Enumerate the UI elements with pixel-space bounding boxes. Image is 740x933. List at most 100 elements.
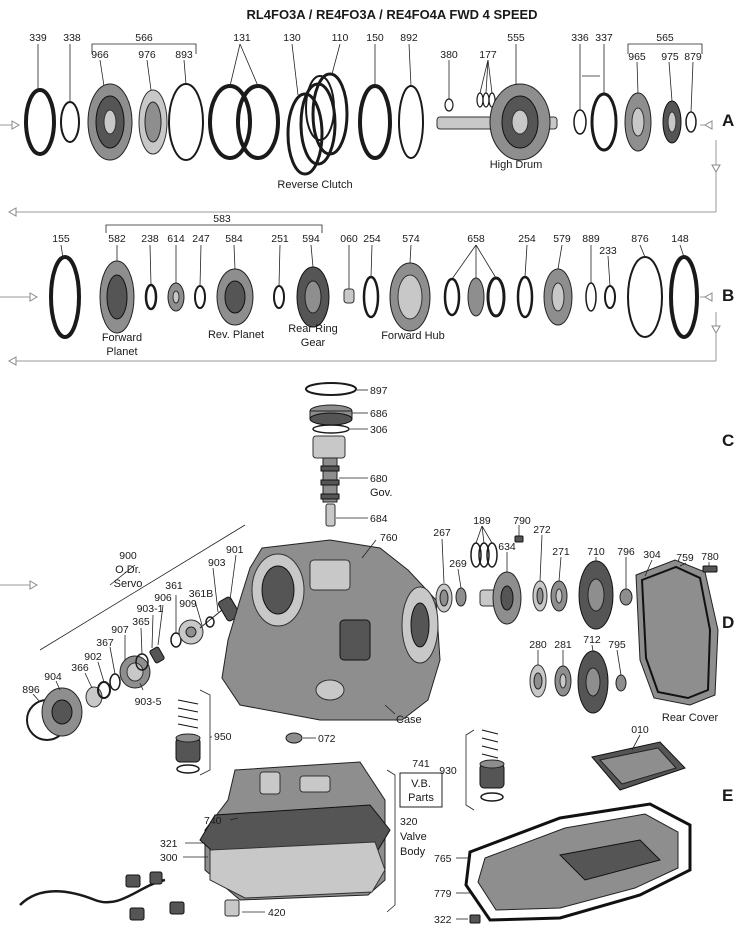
part-233-ring — [604, 285, 616, 309]
label-380: 380 — [440, 49, 458, 61]
label-684: 684 — [370, 513, 388, 525]
row-b-parts — [49, 255, 699, 339]
diagram-title: RL4FO3A / RE4FO3A / RE4FO4A FWD 4 SPEED — [246, 7, 537, 22]
label-555: 555 — [507, 32, 525, 44]
part-965-piston — [624, 92, 652, 152]
part-579-gear — [543, 268, 573, 326]
part-684-pin — [325, 503, 336, 527]
caption-odr: O.Dr. — [115, 564, 141, 576]
part-584-rev-planet — [216, 268, 254, 326]
caption-gov: Gov. — [370, 487, 392, 499]
part-710-idler-gear — [578, 560, 614, 630]
label-795: 795 — [608, 639, 626, 651]
label-889: 889 — [582, 233, 600, 245]
caption-body: Body — [400, 846, 426, 858]
label-900: 900 — [119, 550, 137, 562]
part-634-flange — [479, 571, 522, 625]
part-272-race — [532, 580, 548, 612]
part-306-seal — [312, 424, 350, 434]
row-a-labels: 339 338 566 966 976 893 131 130 110 150 … — [29, 32, 702, 191]
section-d-servo: 900 O.Dr. Servo 901 903 361 361B 906 909… — [22, 524, 246, 741]
label-574: 574 — [402, 233, 420, 245]
section-c-governor: 897 686 306 680 Gov. 684 — [305, 382, 392, 527]
part-790-bolt — [514, 535, 524, 543]
part-177-seals — [476, 92, 496, 108]
caption-vb: V.B. — [411, 778, 431, 790]
label-903-1: 903-1 — [137, 603, 164, 615]
label-906: 906 — [154, 592, 172, 604]
part-796-nut — [619, 588, 633, 606]
part-280-race — [529, 664, 547, 698]
part-238-washer — [144, 283, 158, 311]
label-976: 976 — [138, 49, 156, 61]
label-879: 879 — [684, 51, 702, 63]
section-c-letter: C — [722, 431, 734, 450]
label-907: 907 — [111, 624, 129, 636]
row-b-leaders — [60, 224, 685, 289]
part-574-forward-hub — [389, 262, 431, 332]
label-594: 594 — [302, 233, 320, 245]
part-155-plate — [49, 255, 81, 339]
label-779: 322 — [434, 914, 452, 926]
part-582-forward-planet — [99, 260, 135, 334]
section-d-transfer-gears: 267 269 189 790 634 272 271 710 796 304 … — [433, 515, 719, 724]
label-790: 790 — [513, 515, 531, 527]
caption-high-drum: High Drum — [490, 159, 543, 171]
label-909: 909 — [179, 598, 197, 610]
label-765: 779 — [434, 888, 452, 900]
caption-rev-planet: Rev. Planet — [208, 329, 264, 341]
caption-rear-cover: Rear Cover — [662, 712, 719, 724]
label-110: 110 — [332, 32, 349, 44]
part-150-plate — [358, 84, 392, 160]
label-306: 306 — [370, 424, 388, 436]
label-300: 765 — [434, 853, 452, 865]
part-267-bearing-race — [435, 583, 453, 613]
part-304-759-rear-cover — [635, 559, 719, 706]
part-247-washer — [194, 285, 206, 309]
label-267: 267 — [433, 527, 451, 539]
part-779-bolt — [469, 914, 481, 924]
part-281-bearing — [554, 665, 572, 697]
label-583: 583 — [213, 213, 231, 225]
label-320: 321 — [160, 838, 178, 850]
section-d-case: 760 Case — [221, 532, 441, 726]
label-686: 686 — [370, 408, 388, 420]
part-879-ring — [685, 111, 697, 133]
part-130-110-reverse-clutch-pack — [286, 72, 349, 176]
label-582: 582 — [108, 233, 126, 245]
caption-valve: Valve — [400, 831, 427, 843]
part-271-bearing — [550, 580, 568, 612]
label-131: 131 — [233, 32, 251, 44]
label-903-5: 903-5 — [135, 696, 162, 708]
label-903: 903 — [208, 557, 226, 569]
section-e-vb-parts: 741 V.B. Parts — [399, 758, 443, 808]
label-337: 337 — [595, 32, 613, 44]
label-780: 780 — [701, 551, 719, 563]
part-336-ring — [573, 109, 587, 135]
label-254-2: 254 — [518, 233, 536, 245]
caption-parts: Parts — [408, 792, 434, 804]
part-976-hub — [138, 89, 168, 155]
label-254: 254 — [363, 233, 381, 245]
part-131-plate-2 — [236, 84, 280, 160]
label-366: 366 — [71, 662, 89, 674]
label-876: 876 — [631, 233, 649, 245]
section-a-letter: A — [722, 111, 734, 130]
label-897: 897 — [370, 385, 388, 397]
label-339: 339 — [29, 32, 47, 44]
caption-gear: Gear — [301, 337, 326, 349]
label-950: 950 — [214, 731, 232, 743]
part-251-washer — [273, 285, 285, 309]
label-251: 251 — [271, 233, 289, 245]
label-010: 010 — [631, 724, 649, 736]
section-e-letter: E — [722, 786, 733, 805]
label-150: 150 — [366, 32, 384, 44]
part-903-5-piston — [119, 655, 151, 689]
label-072: 072 — [318, 733, 336, 745]
part-658-bearing-set — [443, 276, 506, 318]
label-901: 901 — [226, 544, 244, 556]
part-254-ring — [362, 275, 380, 319]
label-893: 893 — [175, 49, 193, 61]
label-238: 238 — [141, 233, 159, 245]
part-555-high-drum — [436, 83, 558, 161]
